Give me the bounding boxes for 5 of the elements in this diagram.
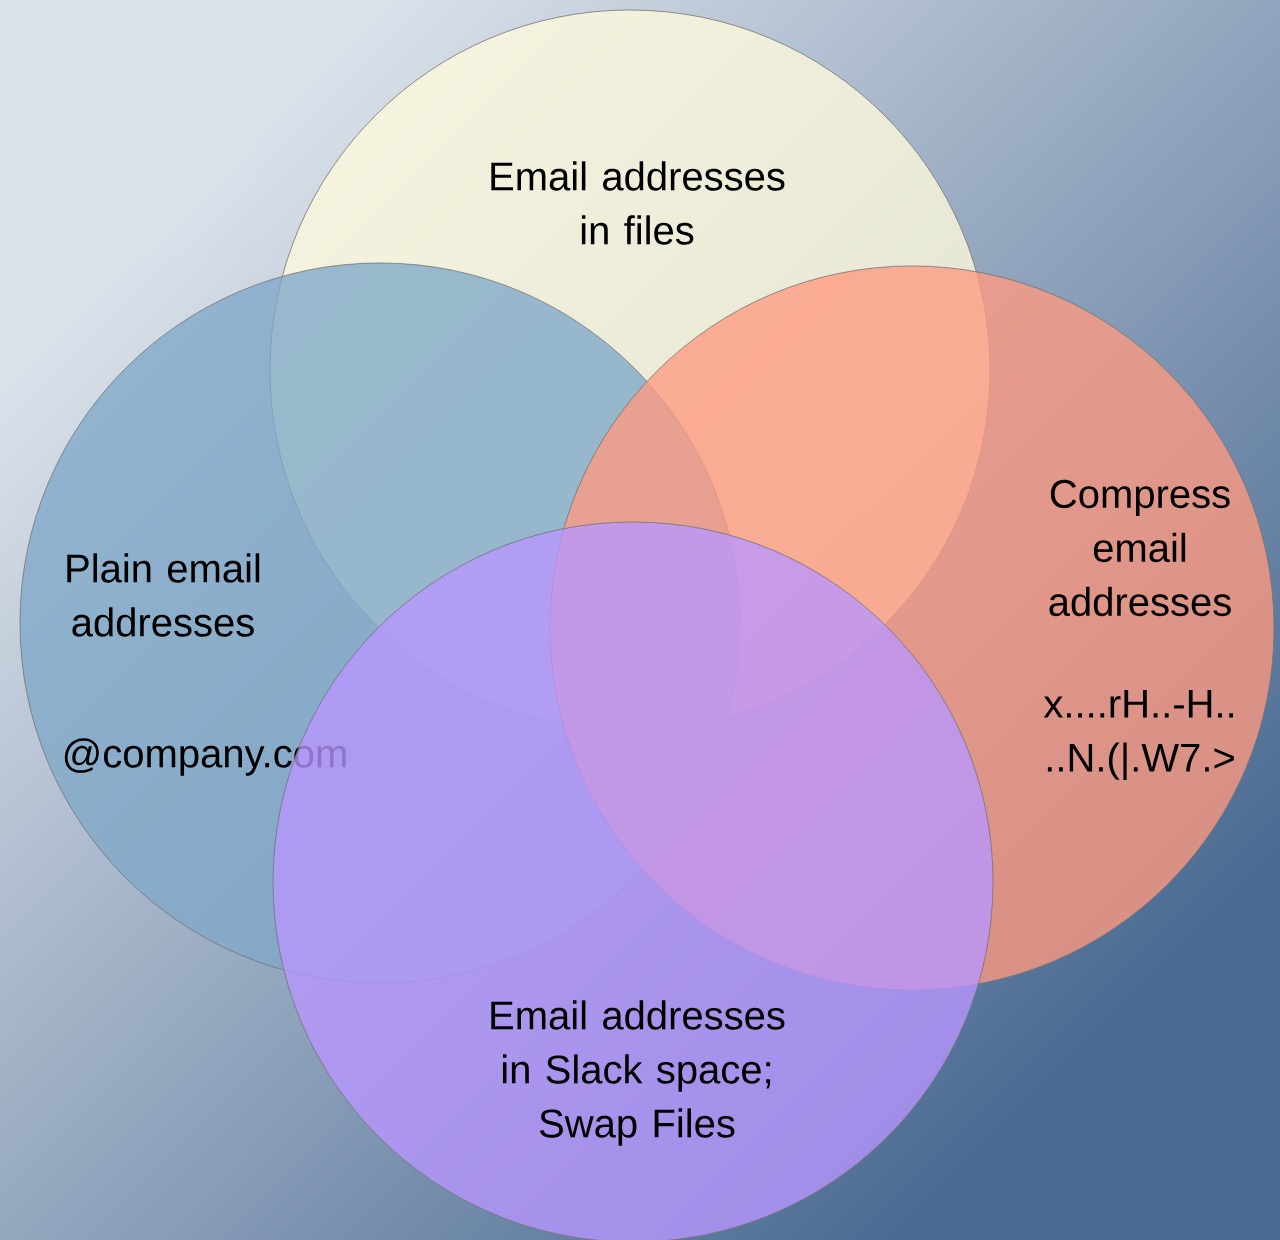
- circle-label: Compress email addresses: [1049, 479, 1231, 617]
- circle-label: Email addresses in files: [491, 161, 785, 245]
- circle-label: x....rH..-H.. ..N.(|.W7.>: [1043, 690, 1234, 780]
- circle-label: Plain email addresses: [67, 553, 260, 637]
- circle-label: Email addresses in Slack space; Swap Files: [491, 1000, 785, 1146]
